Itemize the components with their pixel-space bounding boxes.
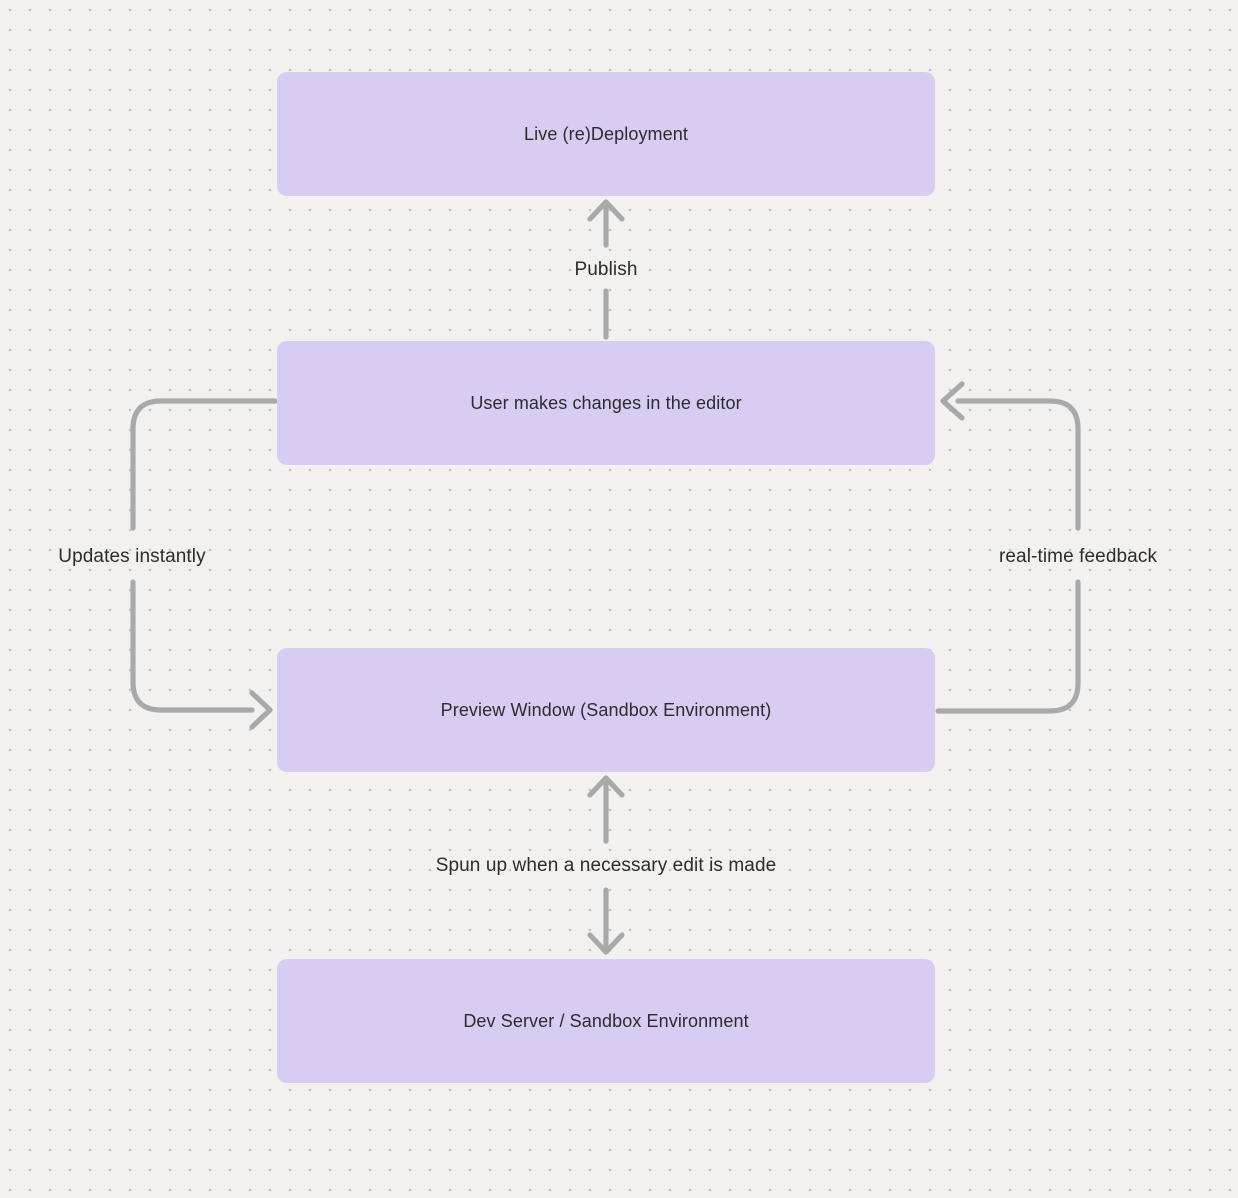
node-preview-window[interactable]: Preview Window (Sandbox Environment) [277, 648, 935, 772]
node-label: Live (re)Deployment [524, 123, 688, 144]
node-user-makes-changes[interactable]: User makes changes in the editor [277, 341, 935, 465]
edge-label-publish: Publish [574, 259, 638, 280]
node-dev-server[interactable]: Dev Server / Sandbox Environment [277, 959, 935, 1083]
edge-label-updates-instantly: Updates instantly [58, 546, 206, 567]
edge-label-spun-up: Spun up when a necessary edit is made [435, 855, 777, 876]
node-label: User makes changes in the editor [470, 392, 742, 413]
edge-label-realtime-feedback: real-time feedback [998, 546, 1158, 567]
node-live-redeployment[interactable]: Live (re)Deployment [277, 72, 935, 196]
node-label: Preview Window (Sandbox Environment) [440, 699, 772, 720]
node-label: Dev Server / Sandbox Environment [463, 1010, 749, 1031]
